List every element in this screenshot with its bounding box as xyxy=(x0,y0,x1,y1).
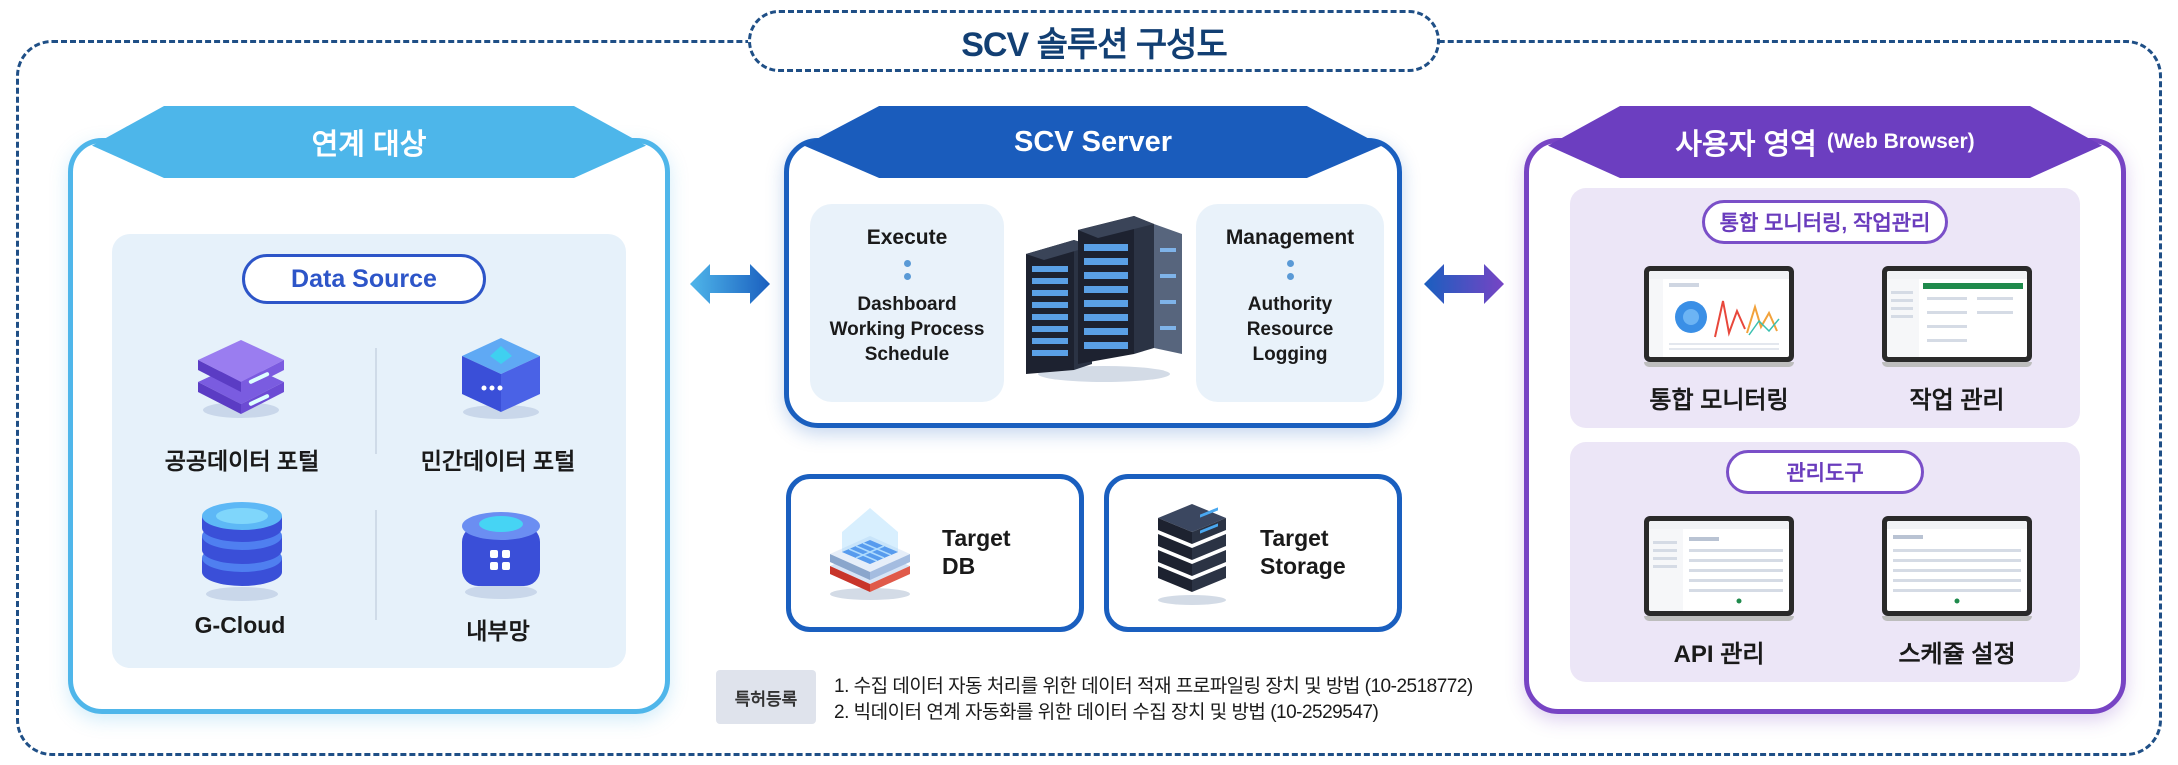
monitoring-dashboard-thumbnail xyxy=(1649,271,1789,357)
execute-dots xyxy=(903,260,911,286)
schedule-settings-screenshot xyxy=(1882,516,2032,621)
monitor-base xyxy=(1644,616,1794,621)
management-item: Logging xyxy=(1252,344,1328,365)
job-management-screenshot xyxy=(1882,266,2032,367)
patent-tag: 특허등록 xyxy=(716,670,816,724)
job-management-thumbnail xyxy=(1887,271,2027,357)
target-db-line: Target xyxy=(942,525,1011,551)
api-management-label: API 관리 xyxy=(1673,641,1765,668)
target-storage-box xyxy=(1104,474,1402,632)
source-label-public-portal: 공공데이터 포털 xyxy=(164,448,320,474)
source-label-g-cloud: G-Cloud xyxy=(194,612,286,638)
schedule-settings-label: 스케쥴 설정 xyxy=(1898,641,2016,668)
monitor-base xyxy=(1882,362,2032,367)
source-divider-bottom xyxy=(375,510,377,620)
source-label-private-portal: 민간데이터 포털 xyxy=(420,448,576,474)
bidirectional-arrow-left xyxy=(690,264,770,304)
target-storage-line: Target xyxy=(1260,525,1329,551)
execute-item: Dashboard xyxy=(857,294,957,315)
job-management-label: 작업 관리 xyxy=(1909,387,2005,414)
data-source-box xyxy=(112,234,626,668)
user-area-subtitle: (Web Browser) xyxy=(1826,130,1975,153)
user-area-title: 사용자 영역 xyxy=(1675,129,1817,161)
private-portal-icon xyxy=(462,338,540,419)
monitoring-section-pill: 통합 모니터링, 작업관리 xyxy=(1702,200,1948,244)
bidirectional-arrow-right xyxy=(1424,264,1504,304)
patent-item: 1. 수집 데이터 자동 처리를 위한 데이터 적재 프로파일링 장치 및 방법… xyxy=(834,676,1473,697)
monitoring-label: 통합 모니터링 xyxy=(1649,387,1789,414)
monitoring-screenshot xyxy=(1644,266,1794,367)
execute-heading: Execute xyxy=(866,226,948,249)
management-heading: Management xyxy=(1225,226,1355,249)
tab-integration-targets: 연계 대상 xyxy=(92,106,646,178)
target-storage-line: Storage xyxy=(1260,553,1346,579)
target-db-label: Target DB xyxy=(942,524,1011,580)
management-item: Resource xyxy=(1246,319,1334,340)
management-item: Authority xyxy=(1247,294,1333,315)
internal-network-icon xyxy=(462,512,540,599)
target-db-line: DB xyxy=(942,553,976,579)
data-source-pill: Data Source xyxy=(242,254,486,304)
target-db-box xyxy=(786,474,1084,632)
g-cloud-icon xyxy=(202,502,282,601)
management-dots xyxy=(1286,260,1294,286)
target-storage-label: Target Storage xyxy=(1260,524,1346,580)
monitor-base xyxy=(1882,616,2032,621)
execute-item: Schedule xyxy=(864,344,950,365)
database-grid-icon xyxy=(830,508,910,600)
execute-items: Dashboard Working Process Schedule xyxy=(810,292,1004,367)
tab-scv-server: SCV Server xyxy=(804,106,1382,178)
patent-list: 1. 수집 데이터 자동 처리를 위한 데이터 적재 프로파일링 장치 및 방법… xyxy=(834,674,1473,726)
storage-stack-icon xyxy=(1158,504,1226,605)
execute-item: Working Process xyxy=(829,319,985,340)
management-box: Management Authority Resource Logging xyxy=(1196,204,1384,402)
patent-item: 2. 빅데이터 연계 자동화를 위한 데이터 수집 장치 및 방법 (10-25… xyxy=(834,702,1379,723)
management-items: Authority Resource Logging xyxy=(1196,292,1384,367)
monitor-base xyxy=(1644,362,1794,367)
diagram-title: SCV 솔루션 구성도 xyxy=(748,10,1440,72)
api-management-thumbnail xyxy=(1649,521,1789,611)
tab-user-area: 사용자 영역 (Web Browser) xyxy=(1548,106,2102,178)
public-portal-icon xyxy=(198,340,284,418)
schedule-settings-thumbnail xyxy=(1887,521,2027,604)
source-label-internal-network: 내부망 xyxy=(466,618,530,644)
source-divider-top xyxy=(375,348,377,454)
execute-box: Execute Dashboard Working Process Schedu… xyxy=(810,204,1004,402)
api-management-screenshot xyxy=(1644,516,1794,621)
server-rack-icon xyxy=(1026,216,1182,382)
admin-tools-pill: 관리도구 xyxy=(1726,450,1924,494)
